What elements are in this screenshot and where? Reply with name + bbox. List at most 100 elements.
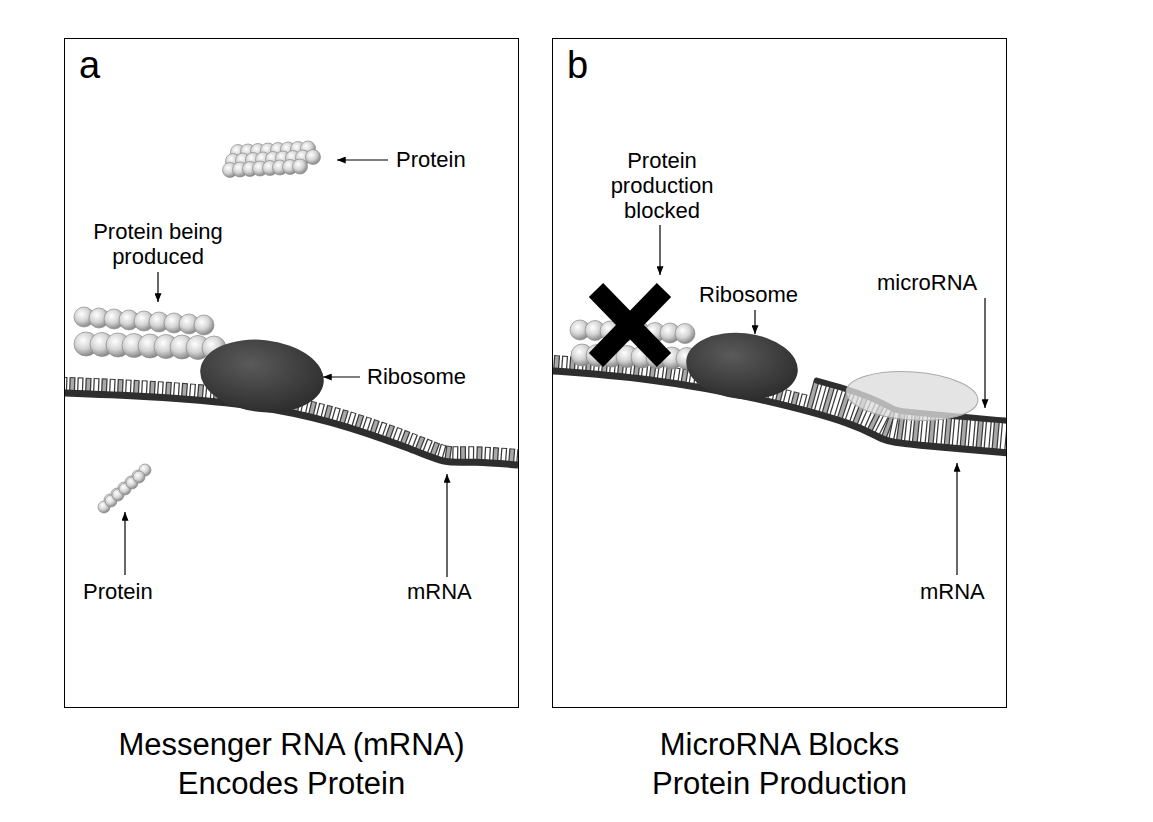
panel-b-art: [553, 290, 1006, 454]
base-rung-fill: [939, 417, 941, 444]
base-rung-fill: [453, 447, 457, 459]
base-rung: [503, 448, 504, 462]
part-label: Ribosome: [699, 282, 798, 307]
base-rung-fill: [518, 450, 519, 462]
base-rung-fill: [190, 385, 194, 397]
base-rung-fill: [358, 416, 362, 427]
base-rung-fill: [158, 382, 162, 394]
base-rung: [117, 379, 124, 393]
base-rung-fill: [801, 395, 804, 407]
panel-caption: MicroRNA Blocks Protein Production: [630, 725, 930, 803]
base-rung: [556, 355, 557, 369]
leader-line: [124, 512, 125, 575]
base-rung-fill: [118, 380, 122, 392]
base-rung: [93, 378, 100, 392]
part-label: microRNA: [877, 270, 977, 295]
base-rung-fill: [955, 418, 957, 445]
base-rung: [388, 425, 393, 438]
base-rung: [357, 415, 361, 428]
base-rung: [786, 390, 789, 404]
base-rung-fill: [182, 384, 186, 396]
base-rung: [476, 446, 483, 460]
leader-line: [337, 159, 388, 160]
base-rung-fill: [494, 448, 498, 460]
base-rung-fill: [342, 411, 345, 423]
base-rung-fill: [987, 421, 989, 448]
base-rung: [77, 377, 84, 391]
base-rung: [793, 392, 796, 406]
base-rung-fill: [350, 413, 354, 424]
base-rung-fill: [395, 429, 399, 440]
base-rung-fill: [440, 446, 443, 458]
base-rung: [986, 420, 989, 449]
base-rung: [101, 378, 108, 392]
base-rung: [447, 446, 449, 460]
base-rung-fill: [150, 382, 154, 394]
base-rung-fill: [562, 357, 566, 369]
base-rung-fill: [174, 383, 178, 395]
leader-lines: [125, 160, 985, 577]
part-label: Ribosome: [367, 364, 466, 389]
protein-chain: [306, 150, 321, 165]
base-rung-fill: [469, 447, 473, 459]
base-rung-fill: [684, 370, 686, 382]
base-rung-fill: [86, 379, 90, 391]
part-label: Protein being produced: [68, 219, 248, 269]
base-rung: [192, 384, 193, 398]
base-rung: [165, 382, 172, 396]
base-rung-fill: [94, 379, 98, 391]
leader-line: [754, 310, 755, 334]
ribosome-shape: [197, 334, 328, 419]
base-rung-fill: [78, 378, 82, 390]
base-rung-fill: [319, 404, 322, 416]
base-rung: [372, 420, 377, 433]
part-label: Protein: [396, 147, 466, 172]
panel-letter: a: [79, 43, 100, 87]
base-rung-fill: [461, 447, 465, 459]
base-rung: [947, 417, 950, 446]
base-rung-fill: [365, 418, 369, 429]
base-rung-fill: [65, 378, 66, 390]
base-rung-fill: [995, 422, 997, 449]
base-rung-fill: [433, 443, 437, 454]
part-label: mRNA: [920, 579, 985, 604]
base-rung-fill: [110, 380, 114, 392]
base-rung-fill: [1002, 423, 1004, 450]
base-rung-fill: [410, 435, 414, 446]
panel-letter: b: [567, 43, 588, 87]
leader-line: [956, 463, 957, 575]
base-rung: [149, 381, 156, 395]
base-rung: [511, 448, 512, 462]
base-rung-fill: [102, 379, 106, 391]
base-rung-fill: [142, 381, 146, 393]
base-rung: [395, 428, 400, 441]
base-rung-fill: [502, 449, 506, 461]
base-rung-fill: [809, 383, 816, 409]
base-rung: [157, 381, 164, 395]
base-rung-fill: [200, 385, 201, 397]
figure-panel: bMicroRNA Blocks Protein Production: [552, 38, 1007, 708]
base-rung: [432, 442, 437, 455]
base-rung: [326, 406, 330, 420]
leader-line: [659, 225, 660, 275]
base-rung-fill: [794, 393, 797, 405]
base-rung: [410, 434, 415, 447]
base-rung-fill: [963, 419, 965, 446]
base-rung: [939, 416, 942, 445]
base-rung-fill: [388, 426, 392, 437]
base-rung-fill: [70, 378, 74, 390]
base-rung-fill: [126, 381, 130, 393]
base-rung: [133, 380, 140, 394]
base-rung: [468, 446, 474, 460]
protein-complex: [844, 367, 979, 424]
base-rung-fill: [373, 421, 377, 432]
base-rung: [109, 379, 116, 393]
leader-line: [446, 474, 447, 577]
blocked-x: [596, 290, 664, 360]
leader-line: [984, 298, 985, 408]
base-rung: [484, 447, 491, 461]
base-rung-fill: [166, 383, 170, 395]
base-rung: [460, 446, 466, 460]
